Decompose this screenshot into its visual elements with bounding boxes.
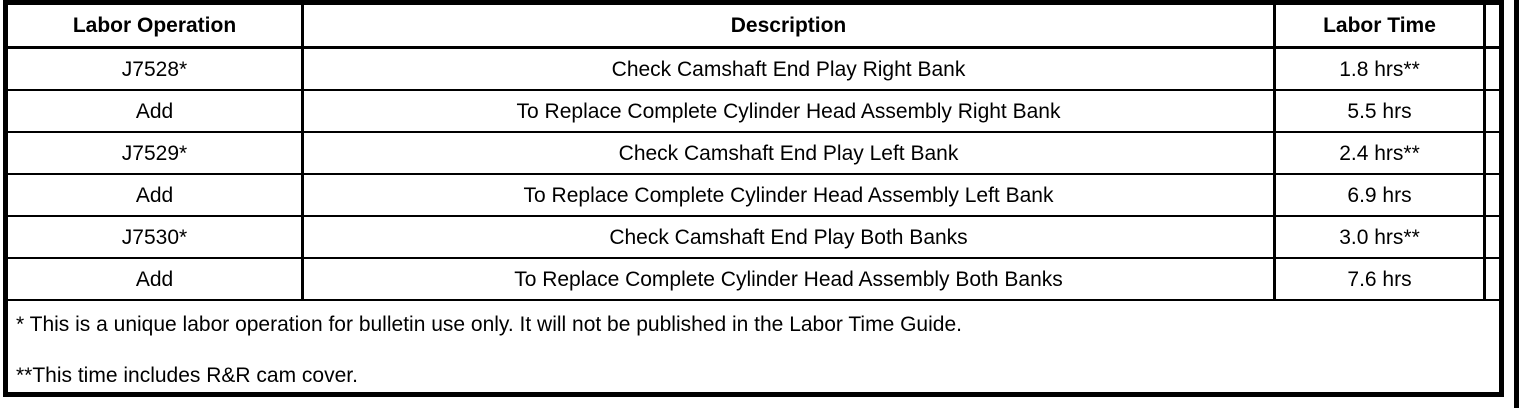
labor-time-cell: 1.8 hrs** xyxy=(1276,49,1486,89)
labor-operation-cell: Add xyxy=(8,259,304,299)
description-cell: To Replace Complete Cylinder Head Assemb… xyxy=(304,175,1276,215)
empty-cell xyxy=(1486,91,1499,131)
labor-time-cell: 6.9 hrs xyxy=(1276,175,1486,215)
header-empty-cell xyxy=(1486,5,1499,46)
header-row: Labor Operation Description Labor Time xyxy=(8,5,1499,49)
table-row: Add To Replace Complete Cylinder Head As… xyxy=(8,91,1499,133)
labor-operation-cell: Add xyxy=(8,175,304,215)
labor-operation-cell: J7529* xyxy=(8,133,304,173)
table-row: J7528* Check Camshaft End Play Right Ban… xyxy=(8,49,1499,91)
table-row: J7530* Check Camshaft End Play Both Bank… xyxy=(8,217,1499,259)
outer-frame-right-edge xyxy=(1514,0,1519,408)
footnote-unique-labor-operation: * This is a unique labor operation for b… xyxy=(16,313,962,336)
labor-time-table: Labor Operation Description Labor Time J… xyxy=(3,0,1504,397)
empty-cell xyxy=(1486,133,1499,173)
table-row: J7529* Check Camshaft End Play Left Bank… xyxy=(8,133,1499,175)
empty-cell xyxy=(1486,217,1499,257)
footnote-section: * This is a unique labor operation for b… xyxy=(8,301,1499,392)
empty-cell xyxy=(1486,259,1499,299)
table-row: Add To Replace Complete Cylinder Head As… xyxy=(8,175,1499,217)
description-cell: Check Camshaft End Play Right Bank xyxy=(304,49,1276,89)
labor-time-cell: 3.0 hrs** xyxy=(1276,217,1486,257)
header-labor-operation: Labor Operation xyxy=(8,5,304,46)
description-cell: To Replace Complete Cylinder Head Assemb… xyxy=(304,91,1276,131)
labor-operation-cell: Add xyxy=(8,91,304,131)
footnote-rr-cam-cover: **This time includes R&R cam cover. xyxy=(16,364,358,388)
labor-operation-cell: J7530* xyxy=(8,217,304,257)
description-cell: Check Camshaft End Play Both Banks xyxy=(304,217,1276,257)
empty-cell xyxy=(1486,175,1499,215)
labor-operation-cell: J7528* xyxy=(8,49,304,89)
table-row: Add To Replace Complete Cylinder Head As… xyxy=(8,259,1499,301)
empty-cell xyxy=(1486,49,1499,89)
header-description: Description xyxy=(304,5,1276,46)
description-cell: Check Camshaft End Play Left Bank xyxy=(304,133,1276,173)
labor-time-cell: 2.4 hrs** xyxy=(1276,133,1486,173)
header-labor-time: Labor Time xyxy=(1276,5,1486,46)
labor-time-cell: 7.6 hrs xyxy=(1276,259,1486,299)
description-cell: To Replace Complete Cylinder Head Assemb… xyxy=(304,259,1276,299)
labor-time-cell: 5.5 hrs xyxy=(1276,91,1486,131)
